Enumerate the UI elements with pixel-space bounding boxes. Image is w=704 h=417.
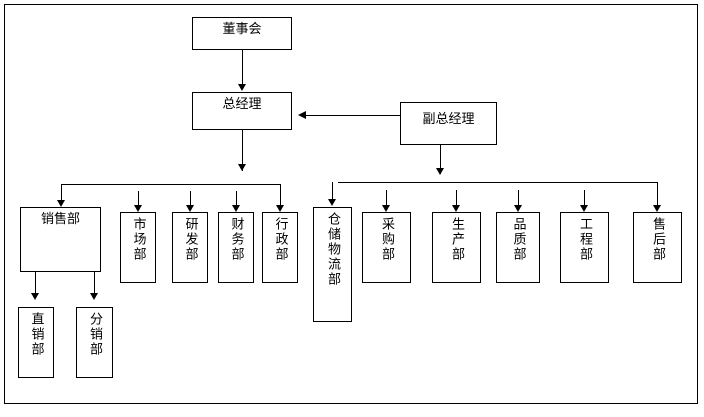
node-administration[interactable]: 行政部	[262, 212, 298, 283]
drop-to-marketing-arrow	[134, 205, 142, 212]
drop-to-administration-line	[280, 184, 281, 206]
drop-to-direct-sales-line	[35, 272, 36, 294]
node-board[interactable]: 董事会	[192, 17, 292, 50]
node-marketing-label: 市场部	[130, 217, 146, 262]
drop-to-rnd-line	[190, 191, 191, 206]
node-after-sales-label: 售后部	[650, 217, 665, 262]
node-sales-label: 销售部	[40, 212, 80, 227]
edge-deputy-to-bus-arrow	[436, 168, 444, 175]
node-marketing[interactable]: 市场部	[120, 212, 156, 283]
node-quality-label: 品质部	[510, 217, 526, 262]
edge-board-to-gm-arrow	[238, 84, 246, 91]
drop-to-sales-line	[61, 184, 62, 201]
drop-to-production-line	[456, 190, 457, 206]
node-deputy-general-manager-label: 副总经理	[422, 112, 475, 127]
drop-to-quality-line	[518, 190, 519, 206]
edge-gm-to-bus-arrow	[238, 164, 246, 171]
left-department-bus	[61, 184, 281, 185]
edge-board-to-gm-line	[242, 50, 243, 84]
node-general-manager[interactable]: 总经理	[192, 92, 292, 130]
node-direct-sales-label: 直销部	[28, 312, 44, 357]
node-purchasing-label: 采购部	[379, 217, 394, 262]
drop-to-finance-line	[236, 191, 237, 206]
drop-to-administration-arrow	[276, 205, 284, 212]
drop-to-after-sales-arrow	[653, 205, 661, 212]
right-department-bus	[338, 182, 658, 183]
node-distribution[interactable]: 分销部	[76, 307, 113, 378]
drop-to-quality-arrow	[514, 205, 522, 212]
node-warehouse-logistics[interactable]: 仓储物流部	[313, 207, 352, 322]
node-administration-label: 行政部	[272, 217, 288, 262]
node-rnd[interactable]: 研发部	[172, 212, 208, 283]
node-after-sales[interactable]: 售后部	[633, 212, 682, 283]
drop-to-sales-arrow	[57, 200, 65, 207]
drop-to-direct-sales-arrow	[31, 293, 39, 300]
node-purchasing[interactable]: 采购部	[362, 212, 411, 283]
node-production[interactable]: 生产部	[432, 212, 481, 283]
drop-to-purchasing-line	[386, 190, 387, 206]
drop-to-purchasing-arrow	[382, 205, 390, 212]
drop-to-marketing-line	[138, 191, 139, 206]
drop-to-after-sales-line	[657, 182, 658, 206]
node-general-manager-label: 总经理	[222, 97, 262, 112]
node-board-label: 董事会	[222, 22, 262, 37]
node-distribution-label: 分销部	[87, 312, 102, 357]
node-quality[interactable]: 品质部	[496, 212, 540, 283]
node-production-label: 生产部	[449, 217, 464, 262]
node-finance-label: 财务部	[228, 217, 244, 262]
node-rnd-label: 研发部	[182, 217, 198, 262]
node-engineering-label: 工程部	[577, 217, 592, 262]
drop-to-rnd-arrow	[186, 205, 194, 212]
node-warehouse-logistics-label: 仓储物流部	[325, 212, 340, 287]
node-deputy-general-manager[interactable]: 副总经理	[400, 102, 497, 145]
drop-to-distribution-arrow	[90, 293, 98, 300]
diagram-outer-border	[4, 4, 698, 404]
drop-to-engineering-arrow	[580, 205, 588, 212]
drop-to-finance-arrow	[232, 205, 240, 212]
drop-to-production-arrow	[452, 205, 460, 212]
node-engineering[interactable]: 工程部	[560, 212, 609, 283]
node-direct-sales[interactable]: 直销部	[18, 307, 54, 378]
edge-deputy-to-gm-line	[306, 115, 400, 116]
edge-gm-to-bus-line	[242, 130, 243, 171]
drop-to-engineering-line	[584, 190, 585, 206]
drop-to-warehouse-logistics-arrow	[328, 199, 336, 206]
edge-deputy-to-bus-line	[440, 145, 441, 174]
node-finance[interactable]: 财务部	[218, 212, 254, 283]
edge-deputy-to-gm-arrow	[298, 111, 306, 119]
drop-to-distribution-line	[94, 272, 95, 294]
node-sales[interactable]: 销售部	[20, 207, 101, 272]
drop-to-warehouse-logistics-line	[332, 182, 333, 201]
